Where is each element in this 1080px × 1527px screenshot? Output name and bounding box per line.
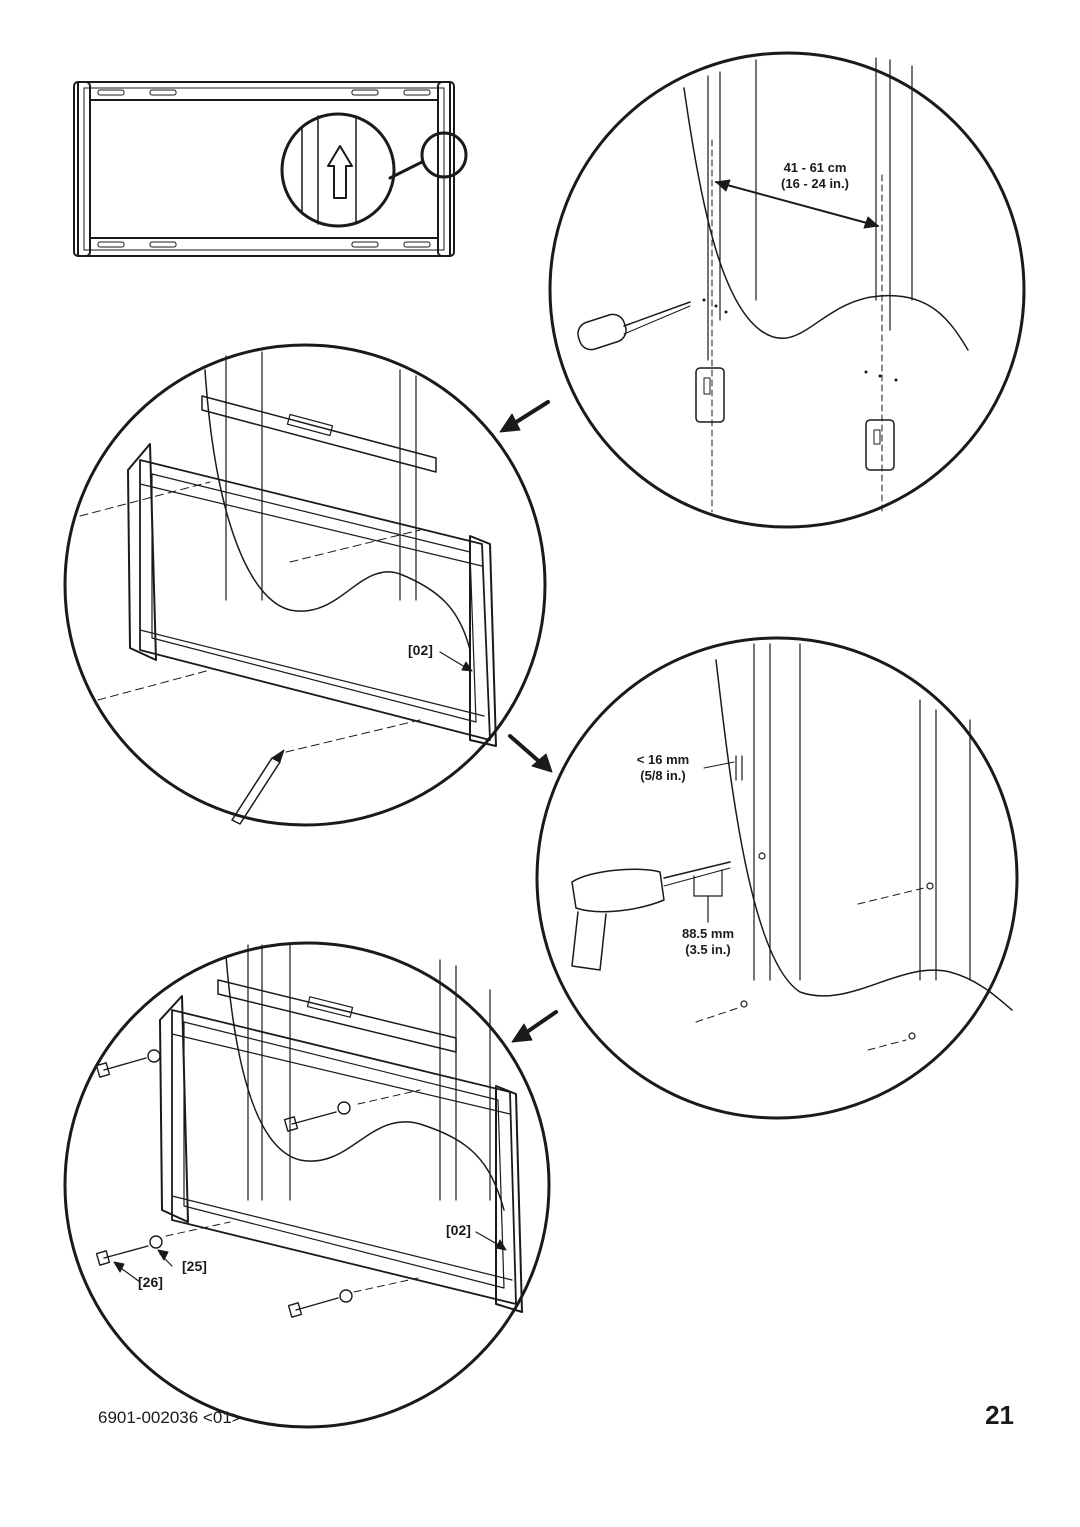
stud-spacing-imperial: (16 - 24 in.): [781, 176, 849, 191]
stud-spacing-metric: 41 - 61 cm: [783, 160, 847, 175]
step-arrow-3: [511, 1010, 558, 1043]
wall-plate-orientation-figure: [73, 81, 468, 257]
part-label-lag-bolt: [26]: [138, 1274, 163, 1290]
attach-bracket-figure: [63, 941, 551, 1429]
drywall-thickness-label: < 16 mm (5/8 in.): [618, 752, 708, 784]
drill-depth-label: 88.5 mm (3.5 in.): [668, 926, 748, 958]
drill-holes-figure: [535, 636, 1019, 1120]
drywall-metric: < 16 mm: [636, 752, 690, 767]
drill-depth-imperial: (3.5 in.): [685, 942, 731, 957]
part-label-washer: [25]: [182, 1258, 207, 1274]
locate-studs-figure: [548, 51, 1026, 529]
document-number: 6901-002036 <01>: [98, 1408, 242, 1427]
part-label-bracket-step4: [02]: [446, 1222, 471, 1238]
level-and-mark-figure: [63, 343, 547, 827]
part-label-bracket-step2: [02]: [408, 642, 433, 658]
stud-spacing-label: 41 - 61 cm (16 - 24 in.): [760, 160, 870, 192]
drywall-imperial: (5/8 in.): [640, 768, 686, 783]
drill-depth-metric: 88.5 mm: [681, 926, 735, 941]
page-number: 21: [985, 1400, 1014, 1430]
step-arrow-1: [499, 400, 550, 433]
step-arrow-2: [508, 734, 553, 773]
